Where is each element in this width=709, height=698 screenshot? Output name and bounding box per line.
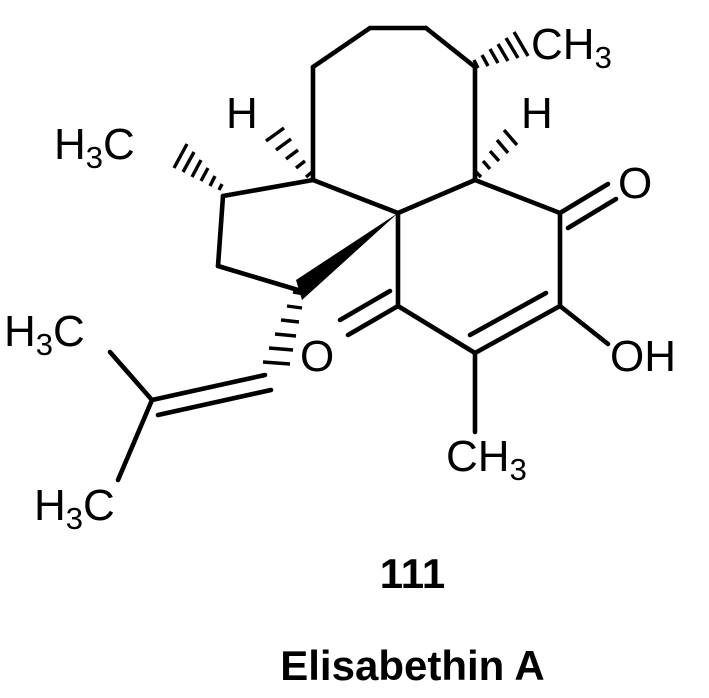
isopropenyl-double-bond [155,387,274,418]
oxygen-label-upper-ketone: O [618,159,652,208]
h3c-label-top-left: H3C [54,120,135,175]
hashed-bond-isopropenyl [262,290,305,366]
bond [215,193,226,269]
carbonyl-bonds [337,181,619,338]
hashed-bond-top-methyl [472,31,530,69]
h-label-right-ring-fusion: H [521,89,553,138]
bond [220,177,316,199]
cyclohexenedione-ring [395,177,563,356]
hashed-bond-left-h [265,126,314,179]
ketone-double-bond-upper [565,196,619,231]
bond [310,177,401,216]
h-label-left-ring-fusion: H [226,89,258,138]
compound-number: 111 [379,550,446,597]
oxygen-label-lower-ketone: O [300,332,334,381]
ch3-label-ring-bottom: CH3 [446,432,527,487]
h3c-label-isopropenyl-upper: H3C [4,307,85,362]
bond [395,303,478,356]
bond [423,25,478,70]
ketone-double-bond-lower [337,288,393,323]
h3c-label-isopropenyl-lower: H3C [34,481,115,536]
hashed-bond-right-h [474,128,519,179]
isopropenyl-methyl-bond [115,397,155,483]
isopropenyl-methyl-bond [107,349,155,403]
compound-name: Elisabethin A [280,642,545,689]
substituent-bonds [107,303,611,483]
ch3-label-top-right: CH3 [531,20,612,75]
double-bond [472,303,563,356]
hydroxyl-bond [557,303,611,347]
double-bond [467,290,549,338]
ketone-double-bond-upper [557,181,611,216]
cyclohexane-ring [310,25,478,216]
cyclopentane-ring [215,177,398,300]
bond [395,177,478,216]
bond [215,263,301,293]
bond [472,177,563,216]
ketone-double-bond-lower [345,303,401,338]
hashed-bond-left-methyl [172,143,224,191]
isopropenyl-double-bond [149,372,268,403]
wedge-bond [296,213,398,300]
bond [310,25,373,70]
hydroxyl-label: OH [610,332,676,381]
